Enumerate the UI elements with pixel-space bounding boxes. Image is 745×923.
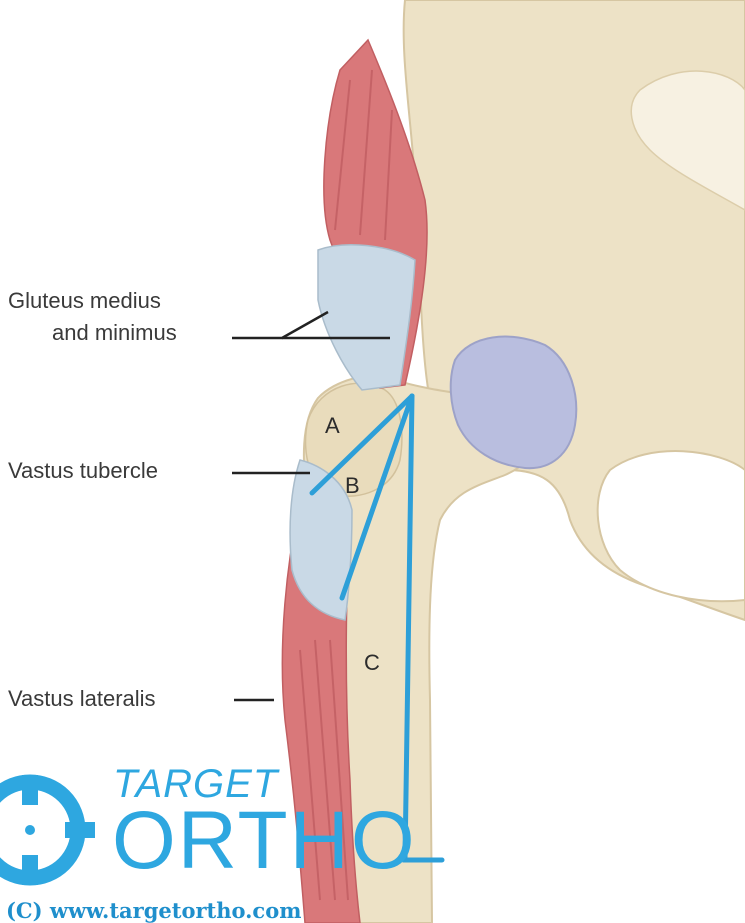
gluteus-pointer (232, 312, 328, 338)
gluteus-tendon (318, 245, 415, 390)
label-vastus-tubercle: Vastus tubercle (8, 458, 158, 484)
label-vastus-lateralis: Vastus lateralis (8, 686, 156, 712)
target-logo-icon (0, 775, 95, 885)
label-gluteus-line2: and minimus (52, 320, 177, 346)
watermark-copyright: (C) www.targetortho.com (6, 898, 301, 923)
zone-label-a: A (325, 413, 340, 439)
zone-label-c: C (364, 650, 380, 676)
watermark-brand-main: ORTHO (112, 800, 417, 882)
obturator-foramen (598, 451, 745, 601)
zone-label-b: B (345, 473, 360, 499)
label-gluteus-line1: Gluteus medius (8, 288, 161, 314)
